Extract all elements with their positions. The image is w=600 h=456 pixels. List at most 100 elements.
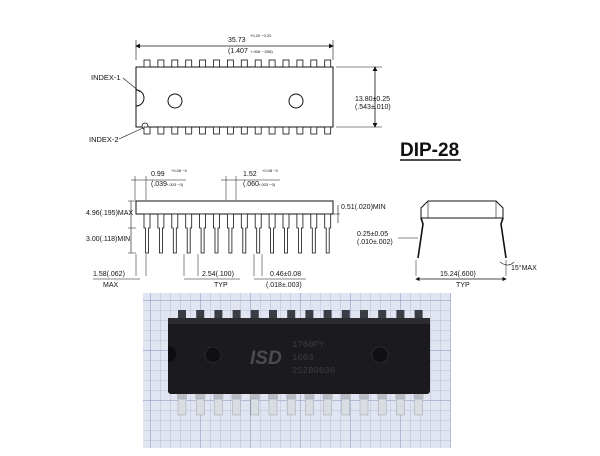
photo-pins-top <box>178 310 423 319</box>
photo-pin-bottom-shoulder <box>286 394 297 399</box>
photo-pin-bottom <box>414 398 423 416</box>
photo-pin-bottom <box>359 398 369 416</box>
photo-marking-line1: 1760PY <box>292 340 325 350</box>
top-pin-lower <box>143 126 151 135</box>
width-inch-text: (.543±.010) <box>355 104 391 111</box>
photo-pin-bottom <box>377 398 387 416</box>
top-pin-lower <box>226 126 234 135</box>
side-pin <box>185 213 193 254</box>
top-pin-upper <box>296 59 304 68</box>
photo-pin-bottom-shoulder <box>177 394 187 399</box>
top-pin-upper <box>268 59 276 68</box>
end-lead-left <box>417 217 424 259</box>
photo-ejector-right <box>371 346 389 364</box>
photo-pin-bottom-shoulder <box>359 394 369 399</box>
top-pin-lower <box>296 126 304 135</box>
top-pin-upper <box>185 59 193 68</box>
side-pin <box>227 213 234 254</box>
photo-ejector-left <box>204 346 222 364</box>
photo-pin-bottom-shoulder <box>268 394 278 399</box>
row-spacing-text: 15.24(.600) <box>440 271 476 278</box>
top-pin-upper <box>171 59 179 68</box>
pin-width-top-tol: +0.08 −0 <box>171 168 188 173</box>
photo-marking-line3: 2S2B0036 <box>292 366 335 376</box>
side-view: 0.99 +0.08 −0 (.039 +.003 −0) 1.52 +0.08… <box>86 168 386 289</box>
photo-pin-bottom <box>214 398 223 416</box>
pitch-label: TYP <box>214 282 228 289</box>
photo-pin-bottom <box>268 398 278 416</box>
pin-width-top-inch-tol: +.003 −0) <box>166 182 184 187</box>
photo-index-notch <box>168 346 176 362</box>
angle-text: 15°MAX <box>511 264 537 272</box>
photo-pin-bottom-shoulder <box>249 394 260 399</box>
index2-label: INDEX-2 <box>89 135 119 144</box>
thickness-text: 0.25±0.05 <box>357 231 388 238</box>
length-tol-text: +0.20 −0.20 <box>250 33 272 38</box>
photo-pin-bottom <box>195 398 205 416</box>
photo-pin-top <box>414 310 423 319</box>
photo-pin-bottom-shoulder <box>340 394 351 399</box>
index1-leader <box>122 77 141 93</box>
top-pin-lower <box>310 126 318 135</box>
side-pin <box>240 213 248 254</box>
photo-pin-top <box>269 310 277 319</box>
photo-pin-bottom-shoulder <box>413 394 424 399</box>
chip-photo: ISD 1760PY 1603 2S2B0036 <box>143 293 451 448</box>
seat-min-text: 0.51(.020)MIN <box>341 204 386 211</box>
top-pin-upper <box>213 59 220 68</box>
top-pin-lower <box>240 126 248 135</box>
length-inch-tol-text: +.008 −.008) <box>250 49 273 54</box>
top-pin-lower <box>157 126 165 135</box>
photo-pin-top <box>214 310 223 319</box>
side-pin <box>199 213 206 254</box>
end-body-outline <box>420 200 504 219</box>
top-pin-upper <box>226 59 234 68</box>
side-pin <box>282 213 290 254</box>
photo-pin-bottom <box>177 398 187 416</box>
photo-pin-top <box>196 310 205 319</box>
photo-pin-top <box>250 310 259 319</box>
pitch-text: 2.54(.100) <box>202 271 234 278</box>
top-pin-lower <box>213 126 220 135</box>
photo-pin-top <box>232 310 241 319</box>
top-pin-lower <box>199 126 207 135</box>
photo-pin-bottom-shoulder <box>213 394 224 399</box>
photo-pin-bottom-shoulder <box>377 394 388 399</box>
angle-arc <box>499 261 515 266</box>
photo-pin-top <box>178 310 186 319</box>
photo-pin-top <box>287 310 296 319</box>
top-pin-upper <box>282 59 290 68</box>
pin-width-top-text: 0.99 <box>151 171 165 178</box>
photo-pin-bottom <box>286 398 296 416</box>
end-max-label: MAX <box>103 282 119 289</box>
photo-pin-top <box>378 310 387 319</box>
side-pin <box>310 213 318 254</box>
top-pin-upper <box>324 59 332 68</box>
ejector-mark-left <box>167 93 183 109</box>
shoulder-top-inch: (.060 <box>243 181 259 188</box>
photo-pin-top <box>360 310 368 319</box>
top-pin-upper <box>310 59 318 68</box>
side-pin <box>171 213 179 254</box>
photo-pin-top <box>396 310 405 319</box>
side-body-outline <box>135 200 334 215</box>
photo-chip-body <box>168 318 430 394</box>
side-pin <box>213 213 220 254</box>
photo-pin-bottom-shoulder <box>304 394 315 399</box>
photo-pin-bottom <box>323 398 332 416</box>
photo-pin-bottom-shoulder <box>395 394 406 399</box>
thickness-inch: (.010±.002) <box>357 239 393 246</box>
end-lead-right <box>500 217 507 259</box>
top-pin-upper <box>240 59 248 68</box>
photo-pin-top <box>305 310 314 319</box>
length-dim-text: 35.73 <box>228 37 246 44</box>
top-view: 35.73 +0.20 −0.20 (1.407 +.008 −.008) IN… <box>89 33 391 144</box>
pin-width-top-inch: (.039 <box>151 181 167 188</box>
ejector-mark-right <box>288 93 304 109</box>
top-pins-upper <box>143 59 332 68</box>
lead-width-inch: (.018±.003) <box>266 282 302 289</box>
top-pin-lower <box>185 126 193 135</box>
height-max-text: 4.96(.195)MAX <box>86 210 133 217</box>
index2-leader <box>118 127 144 140</box>
